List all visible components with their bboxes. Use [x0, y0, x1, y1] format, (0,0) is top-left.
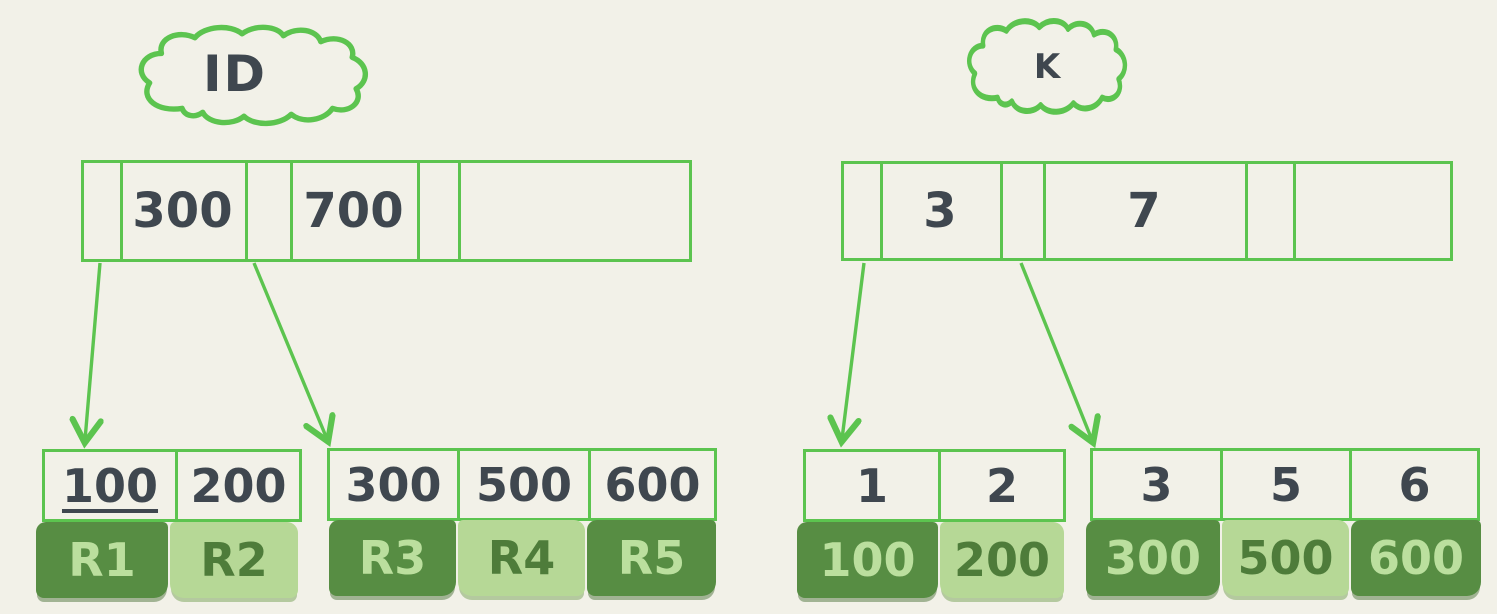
- row-pointer: 500: [1222, 520, 1349, 596]
- cell-divider: [245, 161, 248, 261]
- right-leaf1-pointers: 100 200: [797, 522, 1064, 598]
- cell-divider: [458, 161, 461, 261]
- row-pointer: R3: [329, 520, 456, 596]
- leaf-key: 5: [1220, 451, 1349, 518]
- left-leaf2-keys: 300 500 600: [327, 448, 717, 521]
- arrow-right-leaf2: [1019, 262, 1092, 440]
- cloud-outline-icon: [967, 18, 1128, 115]
- leaf-key: 1: [855, 458, 888, 513]
- row-pointer: R5: [587, 520, 716, 596]
- row-pointer: R2: [170, 522, 298, 598]
- cell-divider: [1043, 162, 1046, 260]
- row-pointer: 600: [1351, 520, 1481, 596]
- cell-divider: [290, 161, 293, 261]
- left-cloud-label: ID: [202, 45, 268, 103]
- cell-divider: [1245, 162, 1248, 260]
- right-cloud-label: K: [1033, 47, 1063, 87]
- cloud-outline-icon: [138, 24, 368, 127]
- right-root-node: 3 7: [841, 161, 1453, 261]
- leaf-key: 200: [175, 452, 299, 519]
- left-root-node: 300 700: [81, 160, 692, 262]
- left-leaf2-pointers: R3 R4 R5: [329, 520, 716, 596]
- row-pointer: 100: [797, 522, 938, 598]
- k-cloud: [967, 18, 1128, 115]
- row-pointer: 300: [1086, 520, 1220, 596]
- cell-divider: [417, 161, 420, 261]
- arrow-left-leaf1: [85, 262, 100, 440]
- root-key: 3: [923, 183, 957, 239]
- cell-divider: [120, 161, 123, 261]
- leaf-key: 500: [457, 451, 588, 518]
- right-leaf2-keys: 3 5 6: [1090, 448, 1480, 521]
- leaf-key: 3: [1140, 457, 1173, 512]
- leaf-key: 600: [588, 451, 714, 518]
- cell-divider: [1000, 162, 1003, 260]
- root-key: 7: [1127, 183, 1161, 239]
- leaf-key: 100: [61, 458, 159, 513]
- leaf-key: 300: [345, 457, 442, 512]
- right-leaf2-pointers: 300 500 600: [1086, 520, 1481, 596]
- id-cloud: [138, 24, 368, 127]
- right-leaf1-keys: 1 2: [803, 449, 1066, 522]
- arrow-left-leaf2: [252, 262, 327, 439]
- row-pointer: 200: [940, 522, 1064, 598]
- left-leaf1-keys: 100 200: [42, 449, 302, 522]
- cell-divider: [1293, 162, 1296, 260]
- row-pointer: R1: [36, 522, 168, 598]
- leaf-key: 2: [938, 452, 1063, 519]
- arrow-right-leaf1: [842, 262, 866, 439]
- cell-divider: [880, 162, 883, 260]
- root-key: 300: [132, 183, 233, 239]
- leaf-key: 6: [1349, 451, 1477, 518]
- row-pointer: R4: [458, 520, 585, 596]
- root-key: 700: [303, 183, 404, 239]
- left-leaf1-pointers: R1 R2: [36, 522, 298, 598]
